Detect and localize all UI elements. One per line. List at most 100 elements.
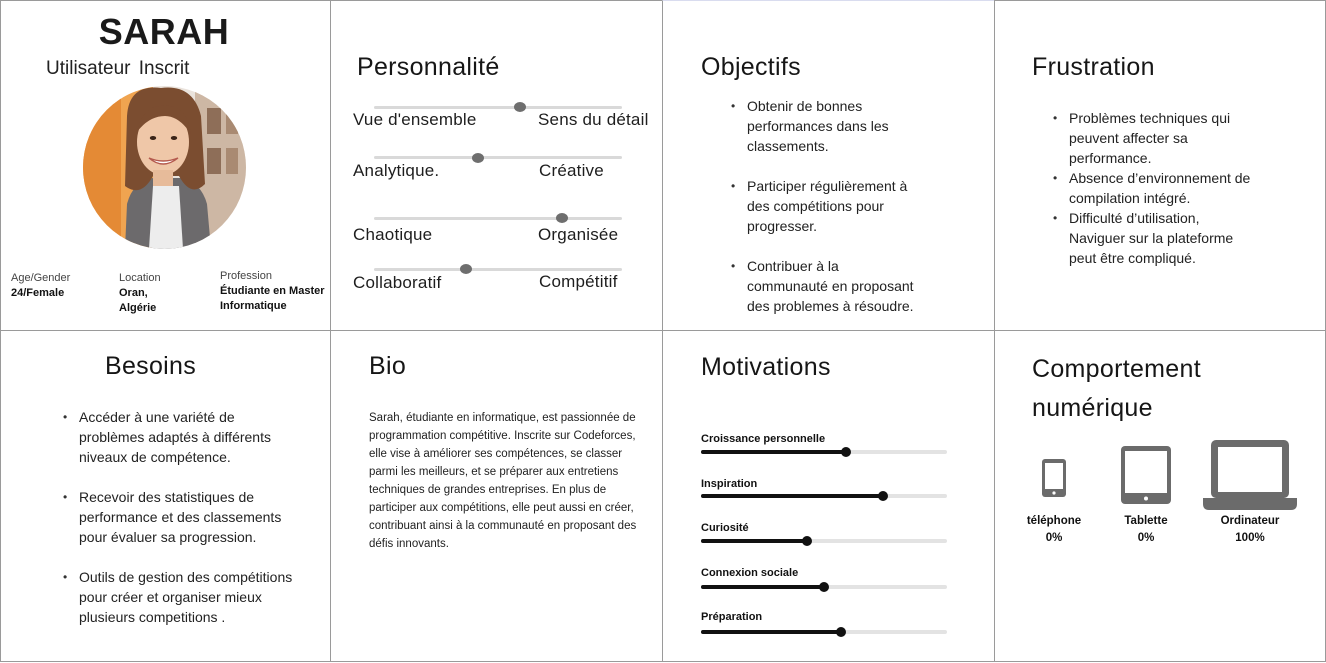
trait-knob[interactable]	[459, 264, 472, 274]
profession-value-line2: Informatique	[220, 300, 287, 312]
list-item-line: niveaux de compétence.	[79, 449, 231, 465]
list-item-line: Contribuer à la	[747, 258, 839, 274]
motivation-label: Connexion sociale	[701, 567, 799, 579]
list-item-line: peut être compliqué.	[1069, 250, 1196, 266]
motivation-fill	[701, 450, 847, 454]
list-item: Contribuer à la communauté en proposant …	[731, 256, 981, 316]
trait-left-label: Analytique.	[353, 161, 440, 180]
digital-behavior-card: Comportement numérique téléphone 0% Tabl…	[994, 330, 1326, 662]
motivation-fill	[701, 585, 824, 589]
frustration-title: Frustration	[1032, 53, 1155, 81]
bio-text: Sarah, étudiante en informatique, est pa…	[369, 412, 637, 550]
motivation-knob[interactable]	[836, 627, 847, 637]
motivation-track	[701, 491, 947, 501]
device-computer: Ordinateur 100%	[1208, 513, 1292, 547]
list-item-line: plusieurs competitions .	[79, 609, 226, 625]
list-item-line: progresser.	[747, 218, 818, 234]
profession-value-line1: Étudiante en Master	[220, 285, 325, 297]
list-item-line: performances dans les	[747, 118, 889, 134]
motivation-knob[interactable]	[819, 582, 829, 592]
device-name: téléphone	[1026, 515, 1082, 527]
frustration-card: Frustration Problèmes techniques qui peu…	[994, 0, 1326, 331]
personality-card: Personnalité Vue d'ensemble Sens du déta…	[330, 0, 663, 331]
list-item-line: problèmes adaptés à différents	[79, 429, 271, 445]
device-usage-value: 0%	[1137, 532, 1155, 544]
list-item: Absence d’environnement de compilation i…	[1053, 168, 1313, 208]
device-usage-value: 0%	[1045, 532, 1063, 544]
motivation-fill	[701, 494, 884, 498]
avatar-photo	[83, 86, 246, 249]
age-gender-label: Age/Gender	[11, 272, 71, 284]
motivation-track	[701, 627, 947, 637]
digital-behavior-title: Comportement numérique	[1032, 350, 1201, 428]
trait-knob[interactable]	[514, 102, 527, 112]
location-value-country: Algérie	[119, 302, 157, 314]
motivation-track	[701, 447, 947, 457]
tablet-icon	[1121, 446, 1171, 504]
age-gender-block: Age/Gender 24/Female	[11, 271, 70, 301]
trait-knob[interactable]	[556, 213, 569, 223]
list-item-line: des problemes à résoudre.	[747, 298, 914, 314]
device-name: Ordinateur	[1220, 515, 1280, 527]
device-tablet: Tablette 0%	[1108, 513, 1184, 547]
motivations-title: Motivations	[701, 353, 831, 381]
motivations-card: Motivations Croissance personnelle Inspi…	[662, 330, 995, 662]
bio-card: Bio Sarah, étudiante en informatique, es…	[330, 330, 663, 662]
device-phone: téléphone 0%	[1021, 513, 1087, 547]
trait-right-label: Sens du détail	[538, 110, 649, 129]
location-block: Location Oran, Algérie	[119, 271, 161, 316]
motivation-fill	[701, 630, 842, 634]
personality-title: Personnalité	[357, 53, 500, 81]
motivation-fill	[701, 539, 807, 543]
list-item-line: pour évaluer sa progression.	[79, 529, 257, 545]
motivation-label: Croissance personnelle	[701, 433, 826, 445]
digital-behavior-title-line1: Comportement	[1032, 355, 1201, 383]
motivation-knob[interactable]	[878, 491, 889, 501]
phone-icon	[1042, 459, 1066, 497]
persona-role: Utilisateur Inscrit	[46, 58, 190, 79]
list-item: Participer régulièrement à des compétiti…	[731, 176, 981, 236]
list-item-line: performance.	[1069, 150, 1152, 166]
list-item-line: Difficulté d’utilisation,	[1069, 210, 1200, 226]
location-label: Location	[119, 272, 161, 284]
device-name: Tablette	[1124, 515, 1168, 527]
trait-left-label: Vue d'ensemble	[353, 110, 477, 129]
motivation-track	[701, 536, 947, 546]
motivation-label: Préparation	[701, 611, 763, 623]
persona-name: SARAH	[98, 11, 230, 52]
objectives-title: Objectifs	[701, 53, 801, 81]
trait-track	[374, 156, 622, 159]
list-item: Accéder à une variété de problèmes adapt…	[63, 407, 325, 467]
trait-right-label: Compétitif	[539, 272, 618, 291]
list-item-line: performance et des classements	[79, 509, 282, 525]
needs-list: Accéder à une variété de problèmes adapt…	[63, 407, 325, 627]
profession-label: Profession	[220, 270, 272, 282]
motivation-knob[interactable]	[801, 536, 812, 546]
list-item: Problèmes techniques qui peuvent affecte…	[1053, 108, 1313, 168]
trait-left-label: Chaotique	[353, 225, 433, 244]
list-item-line: Obtenir de bonnes	[747, 98, 863, 114]
motivation-knob[interactable]	[841, 447, 852, 457]
list-item-line: peuvent affecter sa	[1069, 130, 1188, 146]
profile-card: SARAH Utilisateur Inscrit Age/Gender 24/…	[0, 0, 331, 331]
trait-track	[374, 106, 622, 109]
trait-knob[interactable]	[472, 153, 485, 163]
laptop-icon	[1203, 440, 1297, 510]
list-item-line: des compétitions pour	[747, 198, 884, 214]
list-item: Difficulté d’utilisation, Naviguer sur l…	[1053, 208, 1313, 268]
list-item-line: classements.	[747, 138, 829, 154]
device-usage-value: 100%	[1235, 532, 1265, 544]
list-item-line: Naviguer sur la plateforme	[1069, 230, 1234, 246]
motivation-track	[701, 582, 947, 592]
list-item: Obtenir de bonnes performances dans les …	[731, 96, 981, 156]
list-item-line: Participer régulièrement à	[747, 178, 908, 194]
digital-behavior-title-line2: numérique	[1032, 394, 1153, 422]
trait-right-label: Organisée	[538, 225, 619, 244]
motivation-label: Curiosité	[701, 522, 749, 534]
list-item-line: pour créer et organiser mieux	[79, 589, 262, 605]
trait-track	[374, 217, 622, 220]
list-item-line: Outils de gestion des compétitions	[79, 569, 293, 585]
list-item-line: Absence d’environnement de	[1069, 170, 1251, 186]
trait-left-label: Collaboratif	[353, 273, 442, 292]
age-gender-value: 24/Female	[11, 287, 65, 299]
